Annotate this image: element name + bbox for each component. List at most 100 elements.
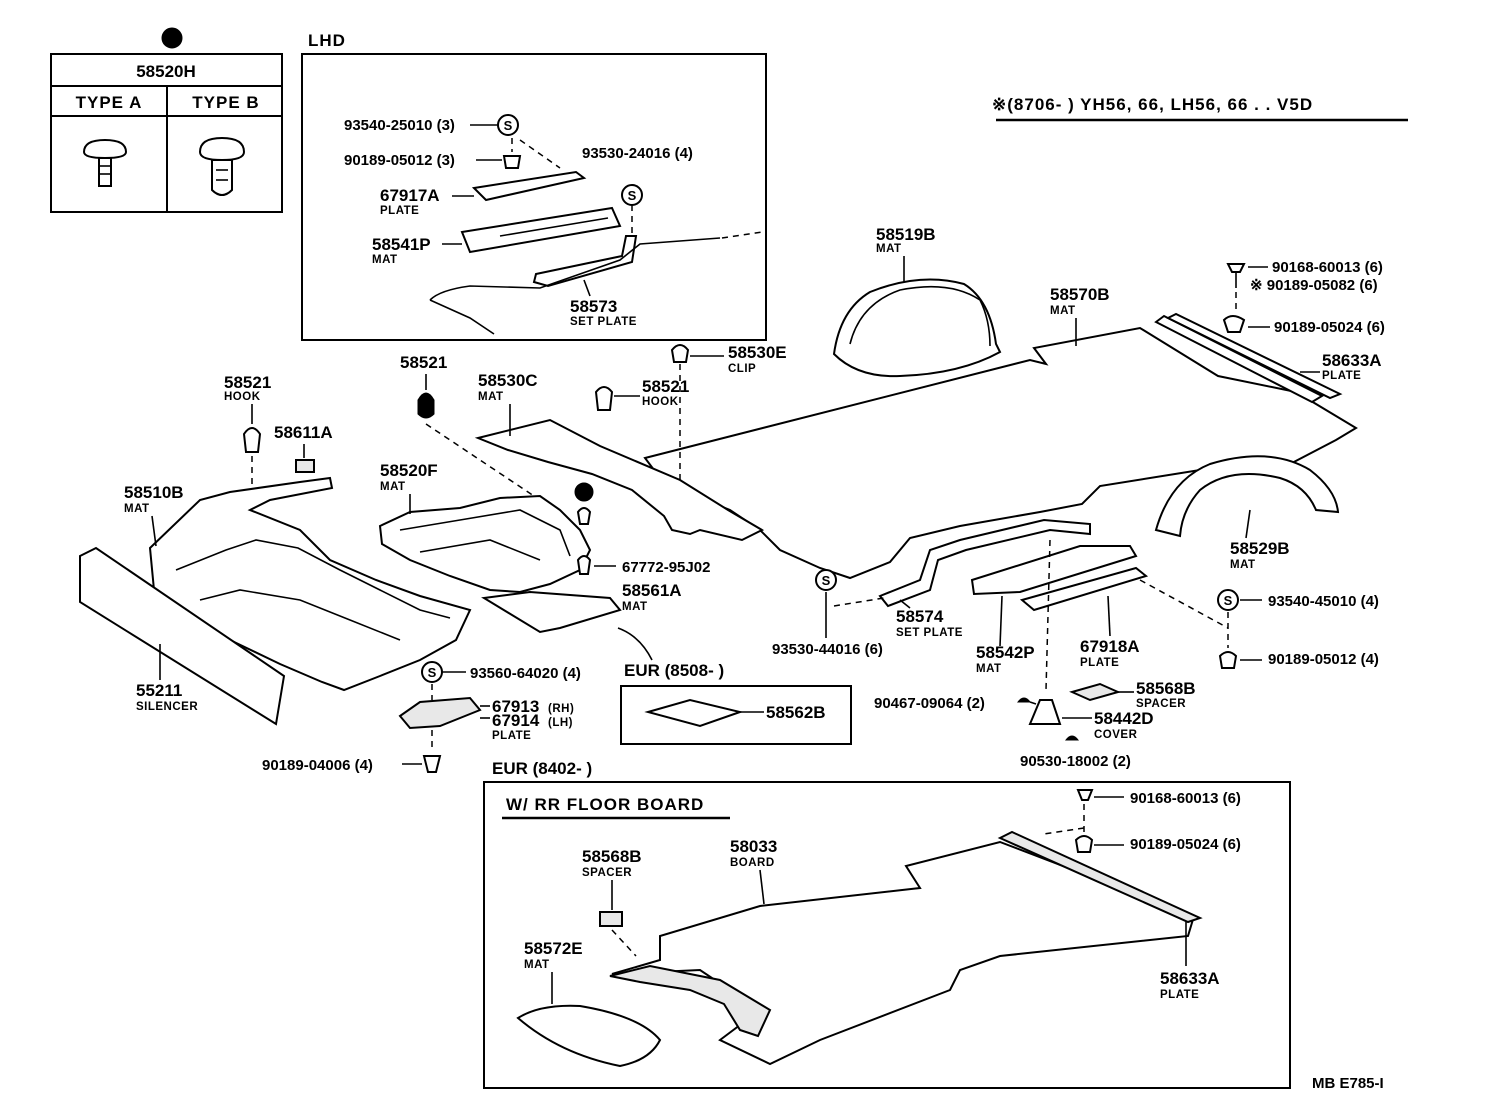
label-93540-45010: 93540-45010 (4) xyxy=(1268,593,1379,610)
mat-58519b xyxy=(832,278,1002,378)
label-67914: 67914 xyxy=(492,711,540,730)
eur-8402-inset: EUR (8402- ) W/ RR FLOOR BOARD 90168-600… xyxy=(483,759,1291,1089)
plate-67913-67914 xyxy=(398,696,482,730)
mat-58510b xyxy=(148,476,472,692)
bolt-icon xyxy=(1226,263,1246,273)
svg-text:SPACER: SPACER xyxy=(582,867,632,879)
label-93540-25010: 93540-25010 (3) xyxy=(344,117,455,134)
eur-8508-inset: EUR (8508- ) 58562B xyxy=(620,661,852,745)
svg-text:MAT: MAT xyxy=(1050,305,1076,317)
label-58568b-a: 58568B xyxy=(1136,679,1196,698)
mat-58542p xyxy=(970,545,1138,596)
legend-box: 58520H TYPE A TYPE B xyxy=(50,27,283,213)
svg-text:S: S xyxy=(1224,593,1233,608)
label-58573: 58573 xyxy=(570,297,617,316)
bolt-icon xyxy=(422,755,442,773)
eur-8402-title: EUR (8402- ) xyxy=(492,759,592,778)
arch-plate xyxy=(609,964,772,1038)
label-90189-05012-b: 90189-05012 (4) xyxy=(1268,651,1379,668)
label-67772-95j02: 67772-95J02 xyxy=(622,559,710,576)
clip-icon xyxy=(1016,697,1032,703)
svg-text:(RH): (RH) xyxy=(548,703,574,715)
label-58510b: 58510B xyxy=(124,483,184,502)
clip-icon xyxy=(1222,315,1246,333)
label-58541p: 58541P xyxy=(372,235,431,254)
svg-text:SET PLATE: SET PLATE xyxy=(570,316,637,328)
screw-s-icon xyxy=(815,569,837,591)
svg-text:SET PLATE: SET PLATE xyxy=(896,627,963,639)
clip-icon xyxy=(1074,835,1094,853)
label-58520f: 58520F xyxy=(380,461,438,480)
svg-text:PLATE: PLATE xyxy=(1080,657,1119,669)
label-67913: 67913 xyxy=(492,697,539,716)
label-58570b: 58570B xyxy=(1050,285,1110,304)
label-58568b-b: 58568B xyxy=(582,847,642,866)
plate-58633a-b xyxy=(997,830,1203,924)
svg-text:HOOK: HOOK xyxy=(224,391,261,403)
label-93530-44016: 93530-44016 (6) xyxy=(772,641,883,658)
label-55211: 55211 xyxy=(136,681,182,700)
silencer-55211 xyxy=(79,546,286,726)
label-58521-top: 58521 xyxy=(400,353,447,372)
label-58442d: 58442D xyxy=(1094,709,1154,728)
label-90189-05082: ※ 90189-05082 (6) xyxy=(1250,277,1378,294)
label-58574: 58574 xyxy=(896,607,944,626)
clip-58611a-icon xyxy=(295,459,315,473)
mat-58561a xyxy=(481,590,622,634)
label-58519b: 58519B xyxy=(876,225,936,244)
label-90189-04006: 90189-04006 (4) xyxy=(262,757,373,774)
plate-58633a xyxy=(1154,312,1343,404)
svg-text:SILENCER: SILENCER xyxy=(136,701,198,713)
clip-58520h-marker-icon xyxy=(574,482,594,502)
label-58611a: 58611A xyxy=(274,423,333,442)
mat-58530c xyxy=(474,418,765,542)
plate-67918a xyxy=(1019,566,1149,612)
spacer-58568b-b xyxy=(599,911,623,927)
board-58033 xyxy=(611,840,1196,1066)
spacer-58568b-a xyxy=(1069,682,1121,702)
svg-text:BOARD: BOARD xyxy=(730,857,775,869)
label-90168-60013-b: 90168-60013 (6) xyxy=(1130,790,1241,807)
label-90530-18002: 90530-18002 (2) xyxy=(1020,753,1131,770)
legend-type-b: TYPE B xyxy=(192,93,259,112)
svg-text:MAT: MAT xyxy=(124,503,150,515)
legend-part-number: 58520H xyxy=(136,62,196,81)
model-applicability: ※(8706- ) YH56, 66, LH56, 66 . . V5D xyxy=(992,95,1313,114)
svg-text:S: S xyxy=(628,188,637,203)
hook-icon xyxy=(594,386,614,411)
legend-dot-icon xyxy=(161,27,183,49)
label-58521-hook2: 58521 xyxy=(642,377,689,396)
label-90189-05024-a: 90189-05024 (6) xyxy=(1274,319,1385,336)
label-58530e: 58530E xyxy=(728,343,787,362)
label-58033: 58033 xyxy=(730,837,777,856)
svg-text:PLATE: PLATE xyxy=(380,205,419,217)
mat-58572e xyxy=(516,1004,662,1068)
label-90189-05012-3: 90189-05012 (3) xyxy=(344,152,455,169)
svg-text:SPACER: SPACER xyxy=(1136,698,1186,710)
label-58572e: 58572E xyxy=(524,939,583,958)
svg-text:HOOK: HOOK xyxy=(642,396,679,408)
svg-text:S: S xyxy=(822,573,831,588)
clip-icon xyxy=(1218,651,1238,669)
label-67918a: 67918A xyxy=(1080,637,1140,656)
lhd-title: LHD xyxy=(308,31,346,50)
label-90168-60013-a: 90168-60013 (6) xyxy=(1272,259,1383,276)
svg-text:MAT: MAT xyxy=(478,391,504,403)
svg-text:PLATE: PLATE xyxy=(1160,989,1199,1001)
label-58521-hook1: 58521 xyxy=(224,373,271,392)
clip-type-b-icon xyxy=(198,136,246,196)
svg-text:MAT: MAT xyxy=(976,663,1002,675)
bolt-icon xyxy=(1076,789,1094,801)
svg-text:MAT: MAT xyxy=(372,254,398,266)
eur-8402-subtitle: W/ RR FLOOR BOARD xyxy=(506,795,704,814)
part-58562b xyxy=(644,698,744,728)
legend-type-a: TYPE A xyxy=(76,93,143,112)
svg-text:CLIP: CLIP xyxy=(728,363,756,375)
label-90467-09064: 90467-09064 (2) xyxy=(874,695,985,712)
label-93530-24016: 93530-24016 (4) xyxy=(582,145,693,162)
hook-icon xyxy=(242,427,262,453)
label-58529b: 58529B xyxy=(1230,539,1290,558)
svg-text:COVER: COVER xyxy=(1094,729,1138,741)
eur-8508-title: EUR (8508- ) xyxy=(624,661,724,680)
